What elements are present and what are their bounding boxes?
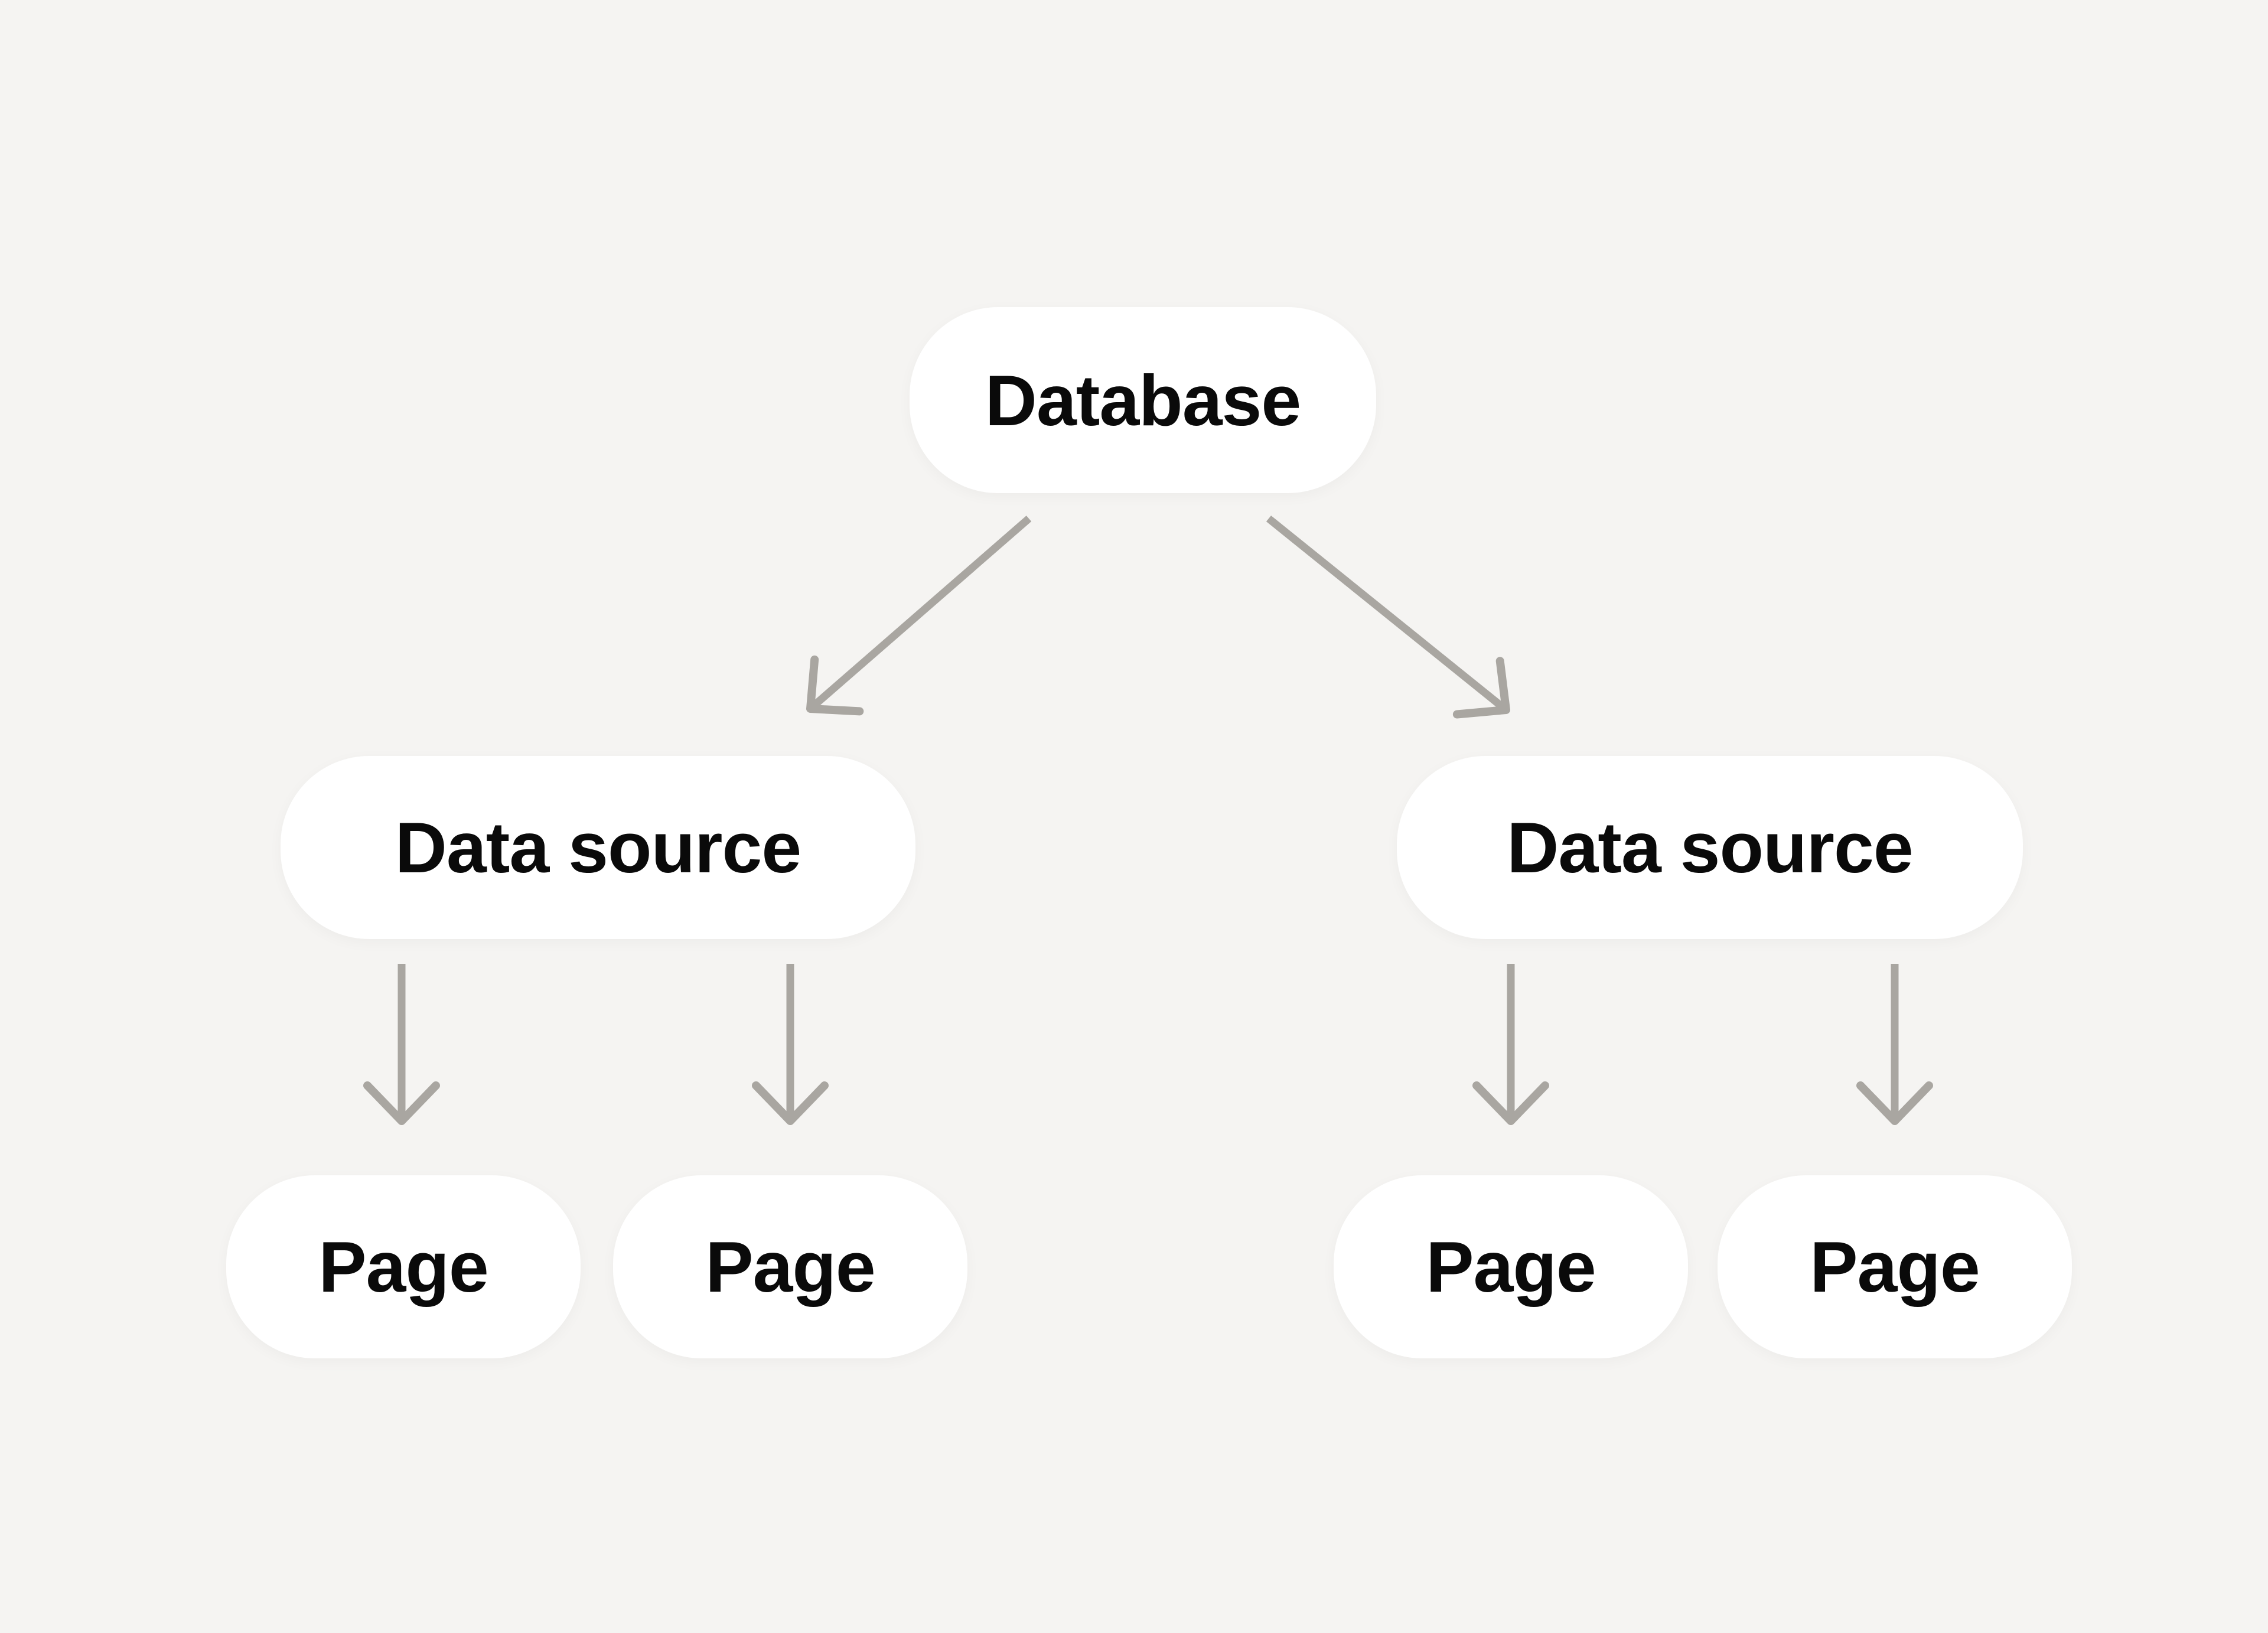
node-data-source-right-label: Data source bbox=[1507, 807, 1913, 888]
node-page-3-label: Page bbox=[1426, 1227, 1596, 1307]
node-data-source-left: Data source bbox=[281, 756, 915, 939]
node-page-1-label: Page bbox=[318, 1227, 489, 1307]
node-page-2: Page bbox=[613, 1175, 967, 1358]
node-data-source-right: Data source bbox=[1397, 756, 2023, 939]
node-page-2-label: Page bbox=[705, 1227, 876, 1307]
node-page-4: Page bbox=[1718, 1175, 2072, 1358]
node-data-source-left-label: Data source bbox=[395, 807, 801, 888]
node-page-1: Page bbox=[226, 1175, 581, 1358]
edge-database-to-data-source-left-arrow bbox=[806, 516, 1032, 716]
node-page-3: Page bbox=[1334, 1175, 1688, 1358]
edge-database-to-data-source-right-arrow bbox=[1266, 515, 1510, 719]
node-database-label: Database bbox=[985, 360, 1302, 441]
node-page-4-label: Page bbox=[1810, 1227, 1980, 1307]
node-database: Database bbox=[910, 307, 1376, 493]
